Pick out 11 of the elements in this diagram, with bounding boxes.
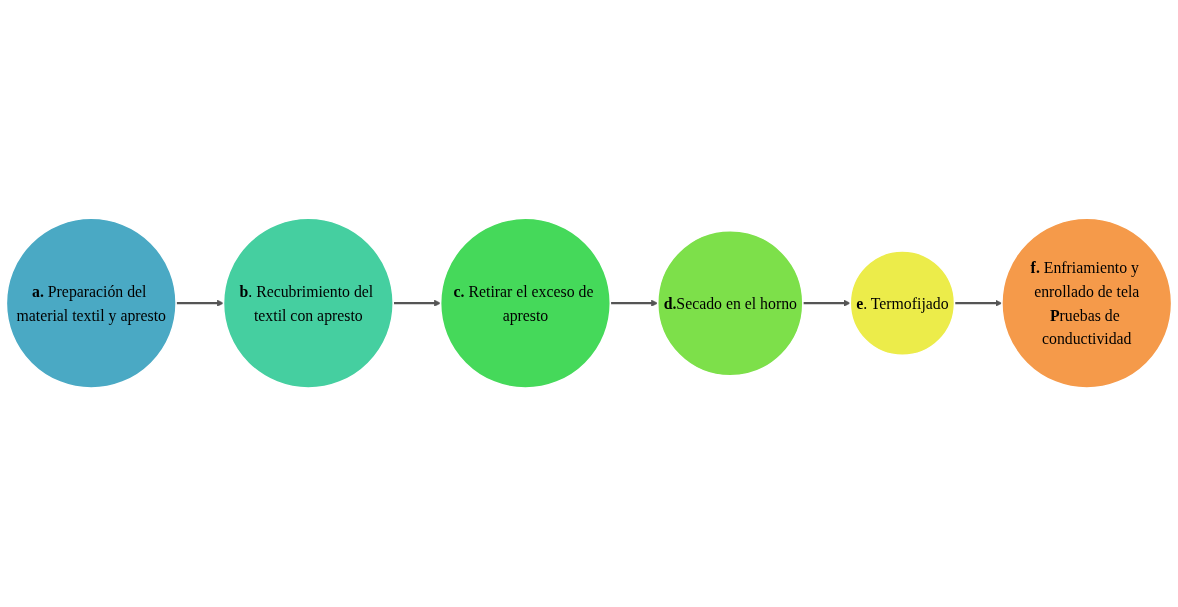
node-circle: d.Secado en el horno	[656, 230, 804, 377]
node-circle: b. Recubrimiento del textil con apresto	[222, 217, 394, 390]
node-circle: f. Enfriamiento y enrollado de tela Pruebas de conductividad	[1001, 217, 1173, 390]
node-circle: e. Termofijado	[849, 250, 956, 357]
node-circle: a. Preparación del material textil y apresto	[5, 217, 177, 390]
node-circle: c. Retirar el exceso de apresto	[439, 217, 612, 390]
arrow	[610, 300, 658, 307]
arrow	[802, 300, 851, 307]
arrow	[393, 300, 441, 307]
arrow	[954, 300, 1003, 307]
arrow	[176, 300, 224, 307]
